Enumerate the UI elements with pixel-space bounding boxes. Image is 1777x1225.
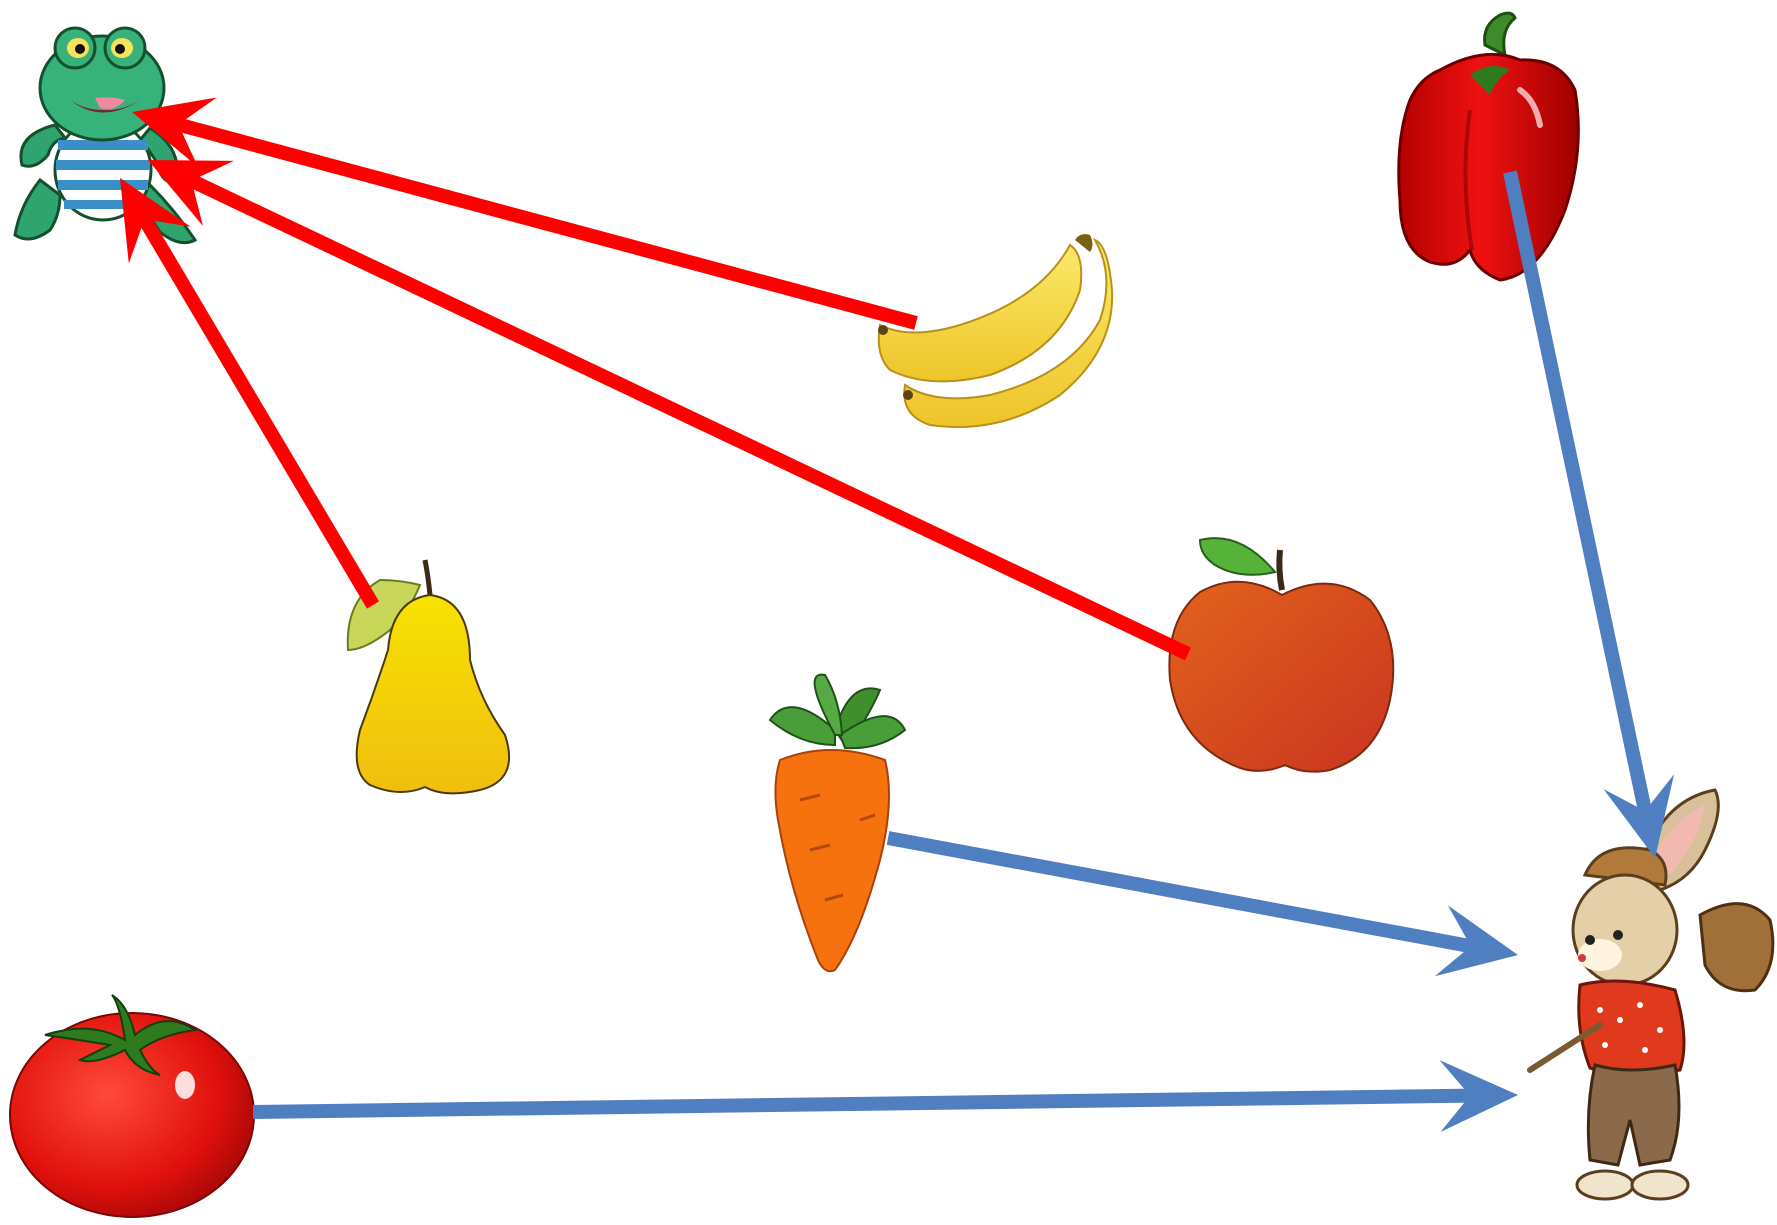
arrow-head [1439, 1060, 1518, 1132]
arrow-tomato-to-rabbit [252, 1060, 1518, 1132]
arrow-carrot-to-rabbit [886, 831, 1518, 977]
arrow-pear-to-frog [120, 178, 380, 609]
tomato-icon [9, 994, 255, 1218]
arrow-head [1434, 905, 1518, 977]
arrow-layer [120, 97, 1675, 1132]
arrow-head [120, 178, 191, 264]
arrow-banana-to-frog [132, 97, 918, 330]
bell-pepper-icon [1397, 11, 1580, 282]
rabbit-icon [1527, 788, 1775, 1201]
arrow-shaft [252, 1088, 1471, 1119]
arrow-shaft [1503, 170, 1652, 813]
arrow-bell-pepper-to-rabbit [1503, 170, 1675, 858]
arrow-head [1603, 774, 1675, 858]
apple-icon [1168, 537, 1395, 773]
arrow-shaft [138, 215, 380, 609]
arrow-head [132, 97, 217, 167]
arrow-shaft [886, 831, 1473, 954]
arrow-shaft [176, 117, 918, 330]
carrot-icon [768, 673, 907, 973]
banana-icon [877, 234, 1114, 428]
arrow-head [148, 160, 234, 226]
arrow-apple-to-frog [148, 160, 1192, 661]
arrow-shaft [188, 174, 1192, 661]
